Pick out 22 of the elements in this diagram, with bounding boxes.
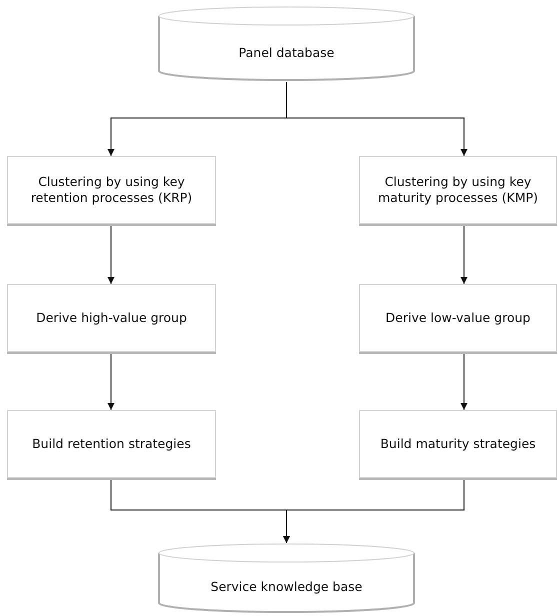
node-label: Clustering by using key maturity processes (KMP) <box>376 174 540 206</box>
connector-arrow <box>108 352 114 410</box>
node-label: Panel database <box>238 44 334 62</box>
node-label: Clustering by using key retention processes (KRP) <box>30 174 194 206</box>
connector-arrow <box>286 82 468 156</box>
connector-arrow <box>460 224 468 284</box>
database-cylinder <box>158 543 415 614</box>
process-box <box>359 410 557 478</box>
node-label: Build retention strategies <box>32 436 191 452</box>
connector-arrow <box>108 224 114 284</box>
process-box <box>359 156 557 224</box>
connector-arrow <box>283 478 464 544</box>
process-box <box>7 156 216 224</box>
connector-arrow <box>460 352 468 410</box>
database-cylinder <box>158 6 415 82</box>
node-label: Service knowledge base <box>210 579 362 596</box>
node-label: Derive low-value group <box>386 310 530 326</box>
process-box <box>359 284 557 352</box>
process-box <box>7 410 216 478</box>
node-label: Build maturity strategies <box>380 436 536 452</box>
node-label: Derive high-value group <box>36 310 187 326</box>
process-box <box>7 284 216 352</box>
